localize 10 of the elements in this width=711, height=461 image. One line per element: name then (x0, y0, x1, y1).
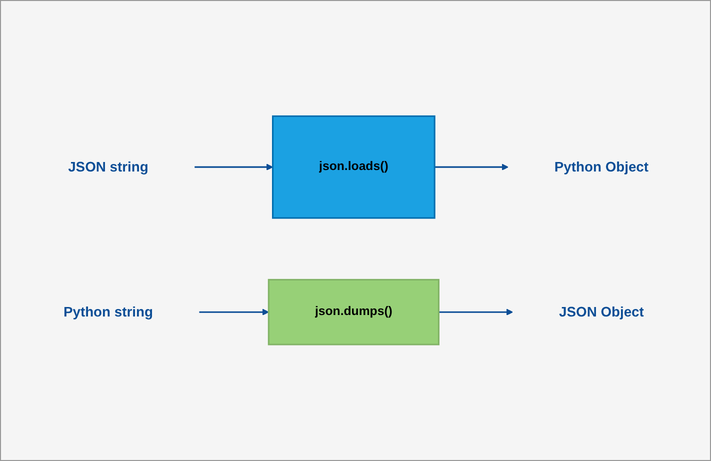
arrow (198, 308, 268, 316)
node-text: Python string (62, 304, 152, 320)
node-text: JSON Object (558, 304, 644, 320)
node-text: Python Object (554, 158, 648, 174)
arrow (194, 163, 273, 170)
arrow (438, 308, 513, 316)
node-text: JSON string (68, 158, 148, 174)
node-box: json.loads() (272, 114, 435, 218)
node-box: json.dumps() (267, 278, 439, 345)
arrow (434, 163, 508, 170)
